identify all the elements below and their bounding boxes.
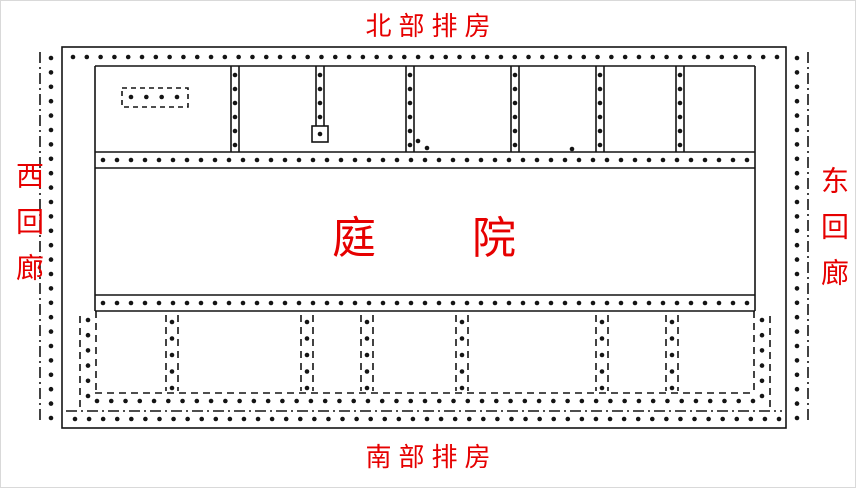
label-north-rooms: 北部排房 bbox=[365, 12, 498, 41]
label-south-rooms: 南部排房 bbox=[365, 443, 498, 472]
label-courtyard: 庭院 bbox=[332, 214, 612, 263]
label-west-corridor: 西回廊 bbox=[12, 161, 43, 299]
label-east-corridor: 东回廊 bbox=[817, 166, 848, 304]
